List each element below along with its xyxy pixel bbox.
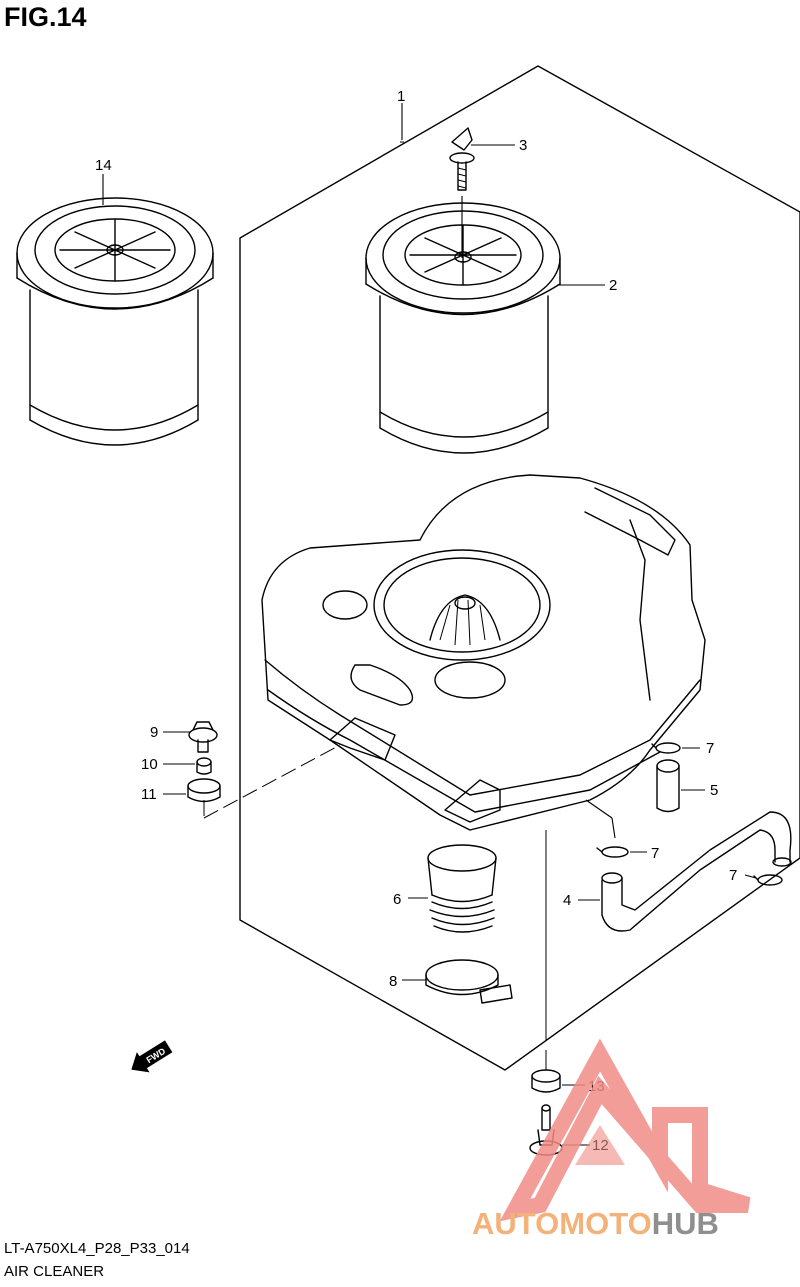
drain-hose-long xyxy=(601,811,792,932)
band-clamp xyxy=(425,959,513,1004)
callout-part-7: 7 xyxy=(651,845,659,862)
collar xyxy=(196,757,212,775)
assembly-outline xyxy=(239,65,800,1071)
watermark-text: AUTOMOTOHUB xyxy=(472,1206,719,1241)
callout-part-7: 7 xyxy=(706,740,714,757)
cushion xyxy=(187,778,221,803)
drain-hose-short xyxy=(656,759,680,813)
watermark-text-part1: AUTOMOTO xyxy=(472,1206,652,1241)
figure-title: FIG.14 xyxy=(4,2,87,32)
wing-bolt xyxy=(449,127,475,258)
callout-part-4: 4 xyxy=(563,892,571,909)
diagram-name: AIR CLEANER xyxy=(4,1263,105,1280)
air-cleaner-case xyxy=(261,474,706,831)
filter-element-spare xyxy=(16,197,214,446)
callout-part-14: 14 xyxy=(95,157,112,174)
outlet-tube xyxy=(427,844,497,933)
hose-clamp xyxy=(651,742,681,754)
callout-part-10: 10 xyxy=(141,756,158,773)
filter-element xyxy=(365,202,561,454)
callout-part-9: 9 xyxy=(150,724,158,741)
callout-part-6: 6 xyxy=(393,891,401,908)
diagram-code: LT-A750XL4_P28_P33_014 xyxy=(4,1240,190,1257)
callout-part-2: 2 xyxy=(609,277,617,294)
callout-part-7: 7 xyxy=(729,867,737,884)
callout-part-8: 8 xyxy=(389,973,397,990)
callout-part-11: 11 xyxy=(141,786,157,803)
watermark-logo: AUTOMOTOHUB xyxy=(472,1038,751,1241)
watermark-text-part2: HUB xyxy=(652,1206,719,1241)
mounting-bolt xyxy=(188,721,218,753)
callout-part-3: 3 xyxy=(519,137,527,154)
fwd-arrow-icon: FWD xyxy=(131,1040,173,1073)
callout-part-5: 5 xyxy=(710,782,718,799)
hose-clamp xyxy=(596,846,629,858)
watermark-mark-icon xyxy=(499,1038,751,1222)
hose-clamp xyxy=(753,874,783,886)
drain-cap xyxy=(531,1069,561,1093)
callout-part-1: 1 xyxy=(397,88,405,105)
